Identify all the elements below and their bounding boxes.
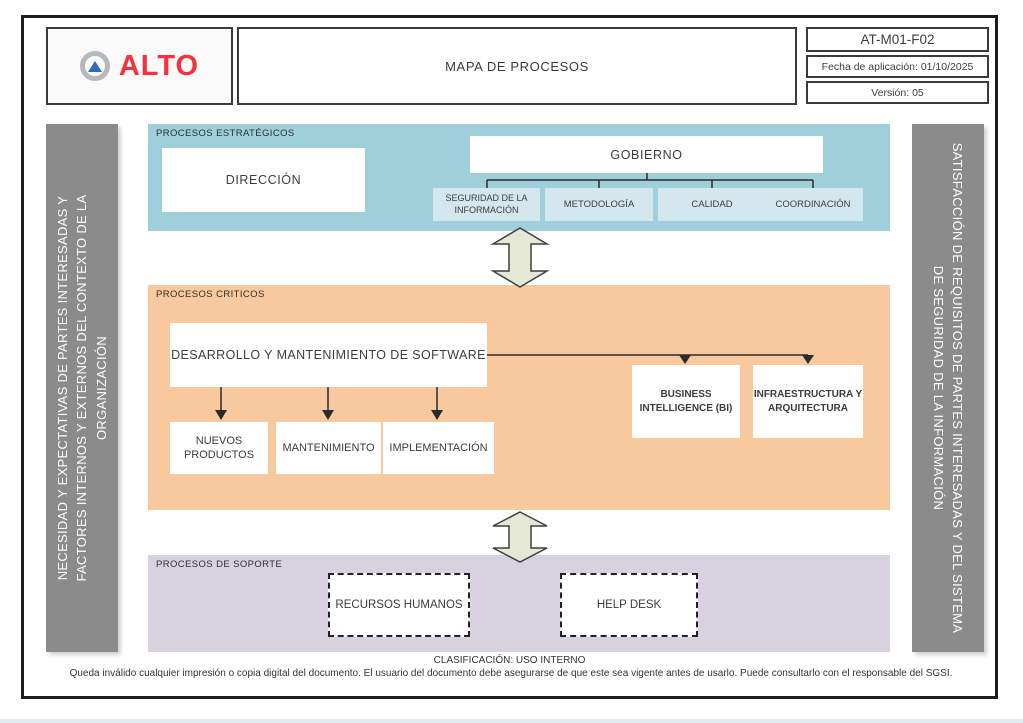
box-nuevos-productos: NUEVOS PRODUCTOS: [170, 422, 268, 474]
document-version: Versión: 05: [806, 81, 989, 104]
classification-text: CLASIFICACIÓN: USO INTERNO: [433, 655, 586, 666]
application-date: Fecha de aplicación: 01/10/2025: [806, 55, 989, 78]
box-business-intelligence: BUSINESS INTELLIGENCE (BI): [632, 365, 740, 438]
disclaimer-text: Queda inválido cualquier impresión o cop…: [69, 668, 953, 679]
band-label-soporte: PROCESOS DE SOPORTE: [156, 559, 283, 570]
box-seguridad-de-la-informacion: SEGURIDAD DE LA INFORMACIÓN: [433, 188, 540, 221]
right-satisfaction-bar-label: SATISFACCIÓN DE REQUISITOS DE PARTES INT…: [931, 142, 966, 634]
band-label-estrategicos: PROCESOS ESTRATÉGICOS: [156, 128, 295, 139]
box-infraestructura-y-arquitectura: INFRAESTRUCTURA Y ARQUITECTURA: [753, 365, 863, 438]
brand-name: ALTO: [118, 49, 200, 82]
triangle-icon: [87, 60, 102, 72]
page-title: MAPA DE PROCESOS: [237, 27, 797, 105]
box-desarrollo-y-mantenimiento-de-software: DESARROLLO Y MANTENIMIENTO DE SOFTWARE: [170, 323, 487, 387]
right-satisfaction-bar: SATISFACCIÓN DE REQUISITOS DE PARTES INT…: [912, 124, 984, 652]
box-direccion: DIRECCIÓN: [162, 148, 365, 212]
document-code: AT-M01-F02: [806, 27, 989, 52]
box-help-desk: HELP DESK: [560, 573, 698, 637]
box-metodologia: METODOLOGÍA: [545, 188, 653, 221]
left-context-bar-label: NECESIDAD Y EXPECTATIVAS DE PARTES INTER…: [54, 194, 109, 582]
band-label-criticos: PROCESOS CRITICOS: [156, 289, 265, 300]
box-calidad: CALIDAD: [658, 188, 766, 221]
box-recursos-humanos: RECURSOS HUMANOS: [328, 573, 470, 637]
left-context-bar: NECESIDAD Y EXPECTATIVAS DE PARTES INTER…: [46, 124, 118, 652]
bottom-edge-strip: [0, 719, 1023, 723]
band-procesos-de-soporte: PROCESOS DE SOPORTE: [148, 555, 890, 652]
box-coordinacion: COORDINACIÓN: [763, 188, 863, 221]
box-gobierno: GOBIERNO: [470, 136, 823, 173]
logo-box: ALTO: [46, 27, 233, 105]
alto-logo-icon: [79, 51, 110, 81]
box-mantenimiento: MANTENIMIENTO: [276, 422, 381, 474]
box-implementacion: IMPLEMENTACIÓN: [383, 422, 494, 474]
